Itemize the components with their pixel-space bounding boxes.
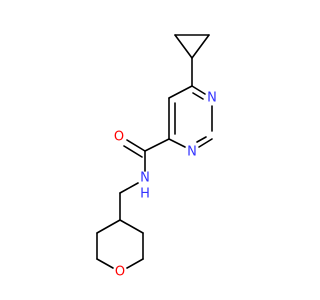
bond-c5-c6 xyxy=(168,85,193,99)
bond-n-ch2 xyxy=(119,182,139,194)
bond-cyclopropyl-3 xyxy=(191,34,210,59)
bond-thp-1 xyxy=(119,219,144,234)
bond-thp-6 xyxy=(96,219,121,234)
structure-canvas: N N O N H O xyxy=(96,34,217,280)
bond-c4-carbonyl xyxy=(144,138,170,152)
atom-label-n-bottom: N xyxy=(187,145,197,160)
atom-label-n-amide: N xyxy=(140,171,150,186)
bond-thp-4 xyxy=(96,258,114,269)
bond-c2-n3-double xyxy=(196,136,207,143)
bond-carbonyl-o-double xyxy=(123,145,143,158)
bond-cyclopropyl-2 xyxy=(174,34,193,59)
bond-c2-n3 xyxy=(198,138,213,148)
atom-label-h-amide: H xyxy=(140,187,150,202)
atom-label-o-carbonyl: O xyxy=(114,130,124,145)
atom-label-o-ring: O xyxy=(115,265,125,280)
bond-c6-n1-double xyxy=(192,92,204,100)
atom-label-n-top: N xyxy=(207,91,217,106)
bond-thp-3 xyxy=(126,258,144,269)
molecule-structure: N N O N H O xyxy=(96,34,217,280)
bond-n3-c4 xyxy=(168,138,186,148)
bond-c6-n1 xyxy=(191,85,206,95)
bond-carbonyl-o xyxy=(126,139,146,152)
